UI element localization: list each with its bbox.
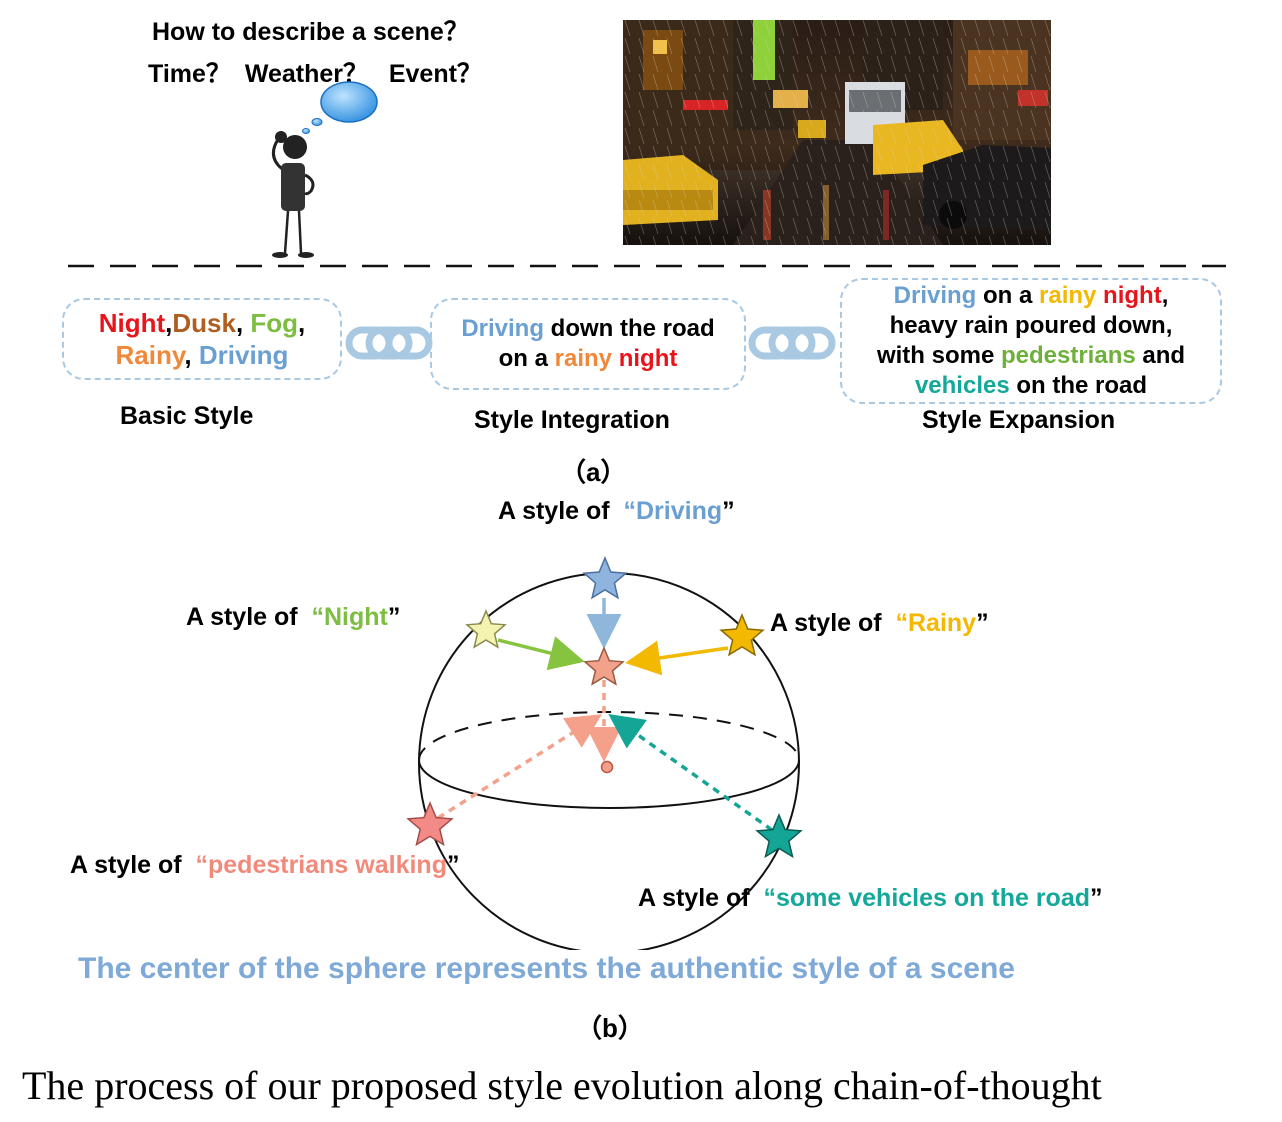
star-pedestrians-icon [406, 801, 454, 847]
question-line-1: How to describe a scene？ [152, 18, 469, 46]
label-style-expansion: Style Expansion [922, 406, 1116, 434]
chain-link-icon [345, 326, 433, 360]
star-rainy-icon [719, 613, 765, 657]
sublabel-a: （a） [560, 457, 627, 487]
style-label-vehicles: A style of “some vehicles on the road” [638, 884, 1103, 912]
star-driving-icon [582, 556, 628, 600]
style-label-rainy: A style of “Rainy” [770, 609, 989, 637]
thought-bubble-icon [302, 81, 378, 134]
style-expansion-box: Driving on a rainy night, heavy rain pou… [840, 278, 1222, 404]
star-vehicles-icon [755, 813, 803, 859]
arrow-vehicles [608, 713, 774, 832]
label-style-integration: Style Integration [474, 406, 670, 434]
question-line-2: Time？ Weather？ Event？ [148, 60, 482, 88]
figure-caption: The process of our proposed style evolut… [22, 1063, 1102, 1108]
sphere-equator-back [418, 711, 800, 761]
style-integration-box: Driving down the road on a rainy night [430, 298, 746, 390]
sphere-center-dot [600, 760, 614, 774]
chain-link-icon [748, 326, 836, 360]
label-basic-style: Basic Style [120, 402, 254, 430]
rainy-night-street-photo [623, 20, 1051, 245]
arrow-rainy [625, 640, 729, 676]
arrow-pedestrians [437, 714, 602, 820]
star-center-icon [583, 646, 625, 686]
style-sphere-diagram [406, 556, 803, 950]
section-divider [68, 264, 1226, 268]
style-label-driving: A style of “Driving” [498, 497, 735, 525]
style-label-pedestrians: A style of “pedestrians walking” [70, 851, 460, 879]
star-night-icon [465, 609, 507, 649]
sphere-center-description: The center of the sphere represents the … [78, 952, 1015, 985]
sphere-equator-front [418, 759, 800, 809]
style-label-night: A style of “Night” [186, 603, 401, 631]
arrow-night [497, 636, 585, 671]
sublabel-b: （b） [576, 1013, 644, 1043]
basic-style-box: Night,Dusk, Fog, Rainy, Driving [62, 298, 342, 380]
thinking-person-icon [271, 81, 378, 258]
